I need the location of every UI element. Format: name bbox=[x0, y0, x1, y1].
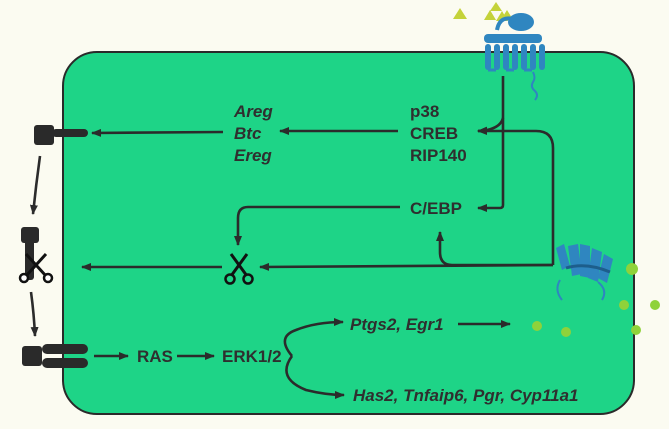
label-btc: Btc bbox=[234, 124, 262, 143]
ligand-triangles-icon bbox=[453, 2, 512, 21]
label-ras: RAS bbox=[137, 347, 173, 366]
label-ptgs2-egr1: Ptgs2, Egr1 bbox=[350, 315, 444, 334]
label-ereg: Ereg bbox=[234, 146, 272, 165]
label-erk: ERK1/2 bbox=[222, 347, 282, 366]
label-p38: p38 bbox=[410, 102, 439, 121]
label-rip140: RIP140 bbox=[410, 146, 467, 165]
label-creb: CREB bbox=[410, 124, 458, 143]
membrane-anchored-egf-precursor-icon bbox=[34, 125, 88, 145]
membrane-channel-icon bbox=[556, 244, 613, 301]
label-areg: Areg bbox=[233, 102, 273, 121]
scissors-icon bbox=[18, 252, 54, 284]
label-has2-group: Has2, Tnfaip6, Pgr, Cyp11a1 bbox=[353, 386, 579, 405]
scissors-icon bbox=[224, 253, 254, 285]
particles-icon bbox=[532, 263, 660, 337]
egfr-dimer-icon bbox=[22, 344, 88, 368]
gpcr-receptor-icon bbox=[484, 13, 545, 101]
pathway-arrows bbox=[29, 76, 555, 399]
label-cebp: C/EBP bbox=[410, 199, 462, 218]
